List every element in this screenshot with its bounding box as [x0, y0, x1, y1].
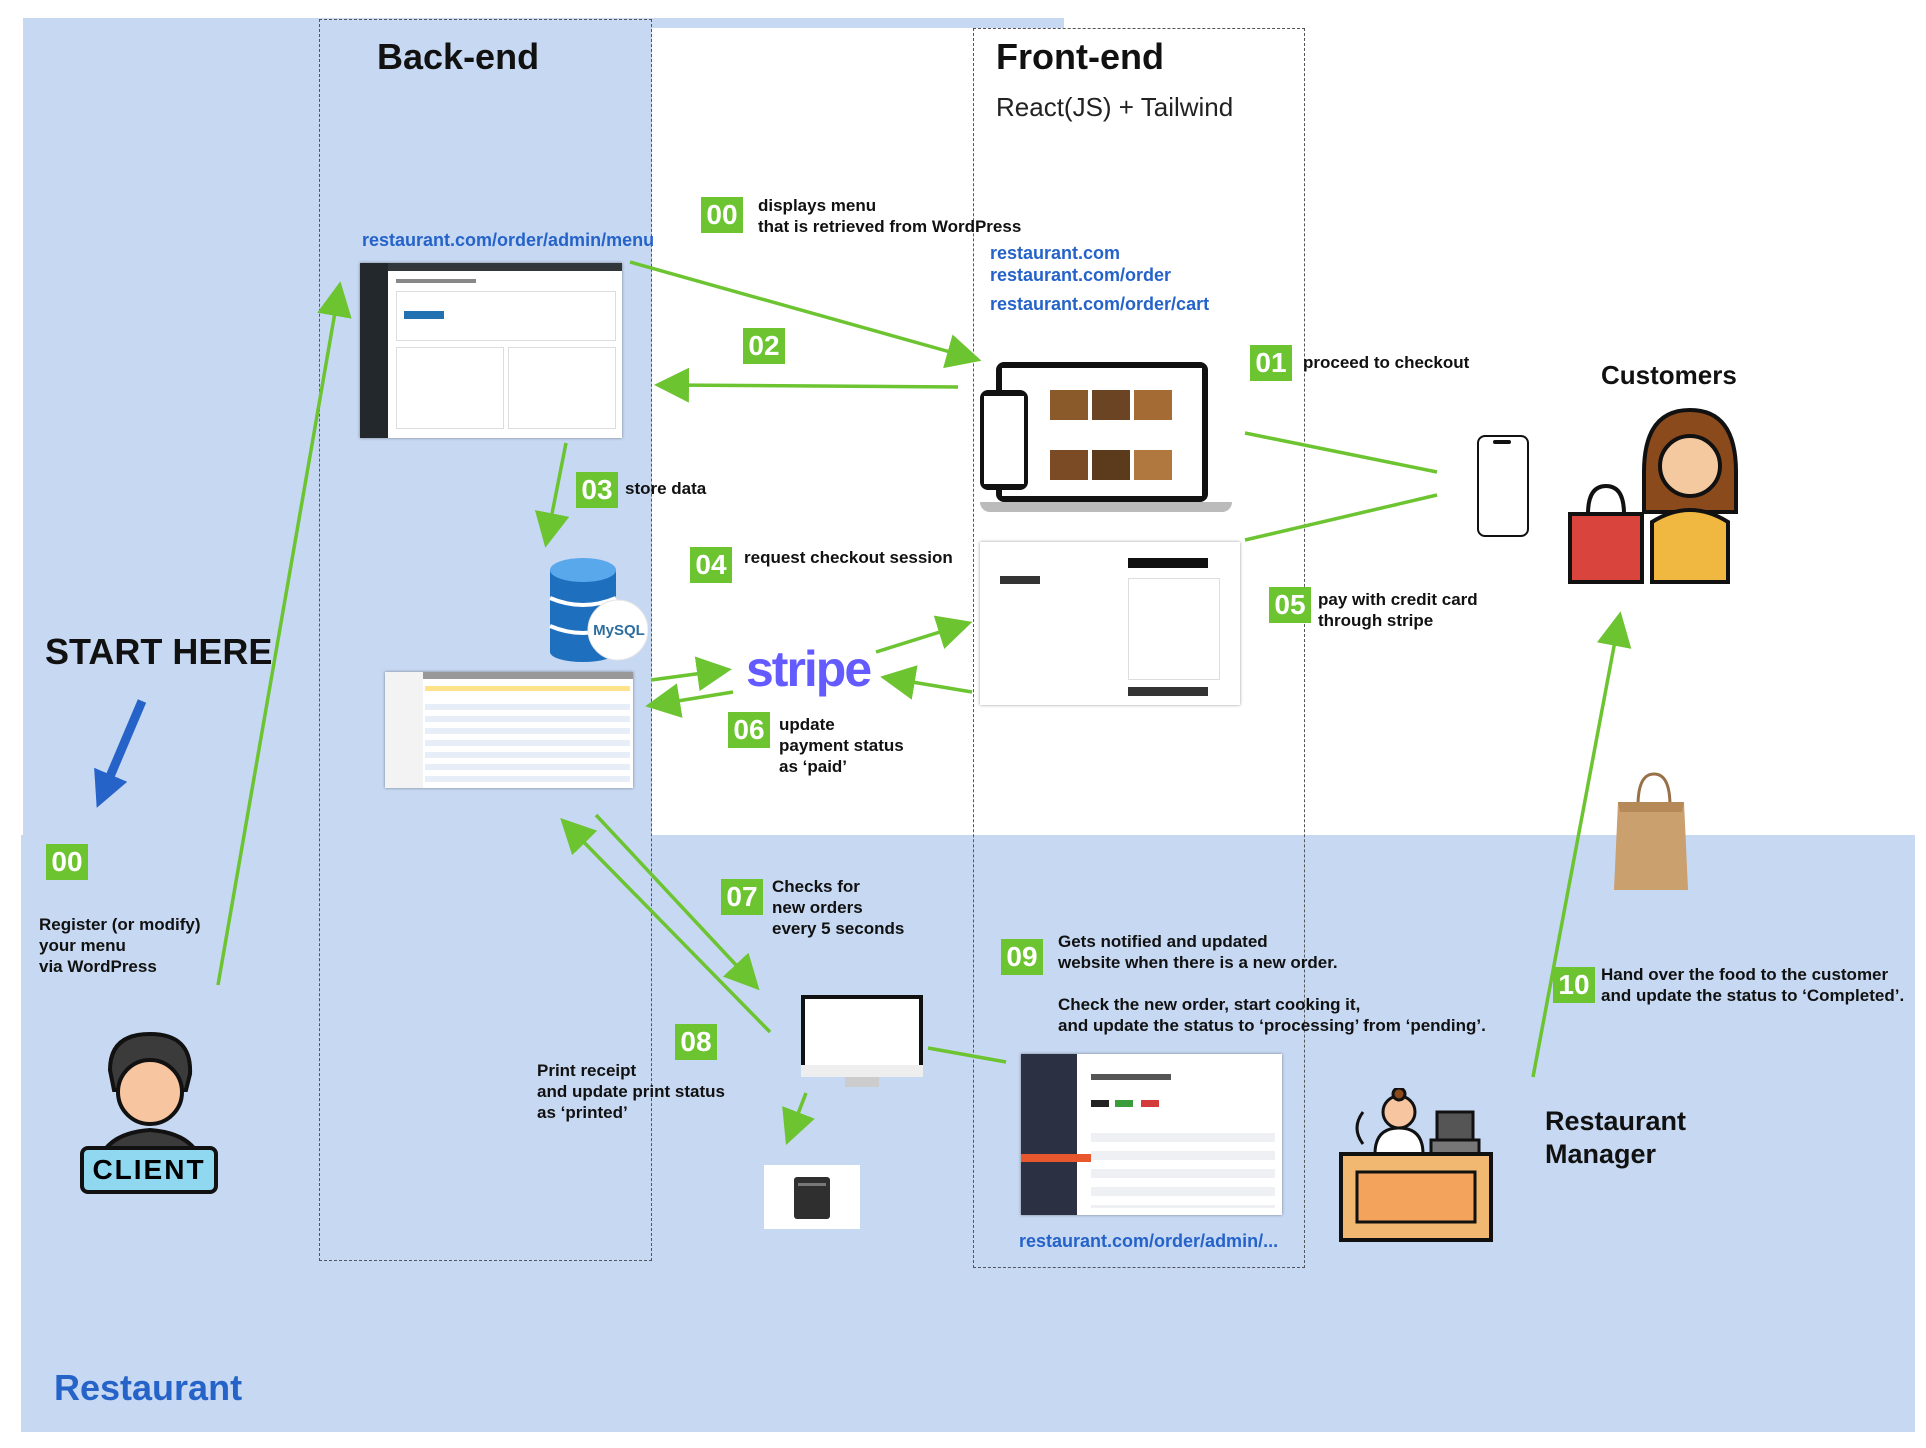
mysql-database-icon: MySQL: [546, 554, 649, 664]
step-06-badge: 06: [728, 712, 770, 748]
arrow-monitor-to-printer: [782, 1092, 815, 1146]
arrow-wordpress-to-database: [534, 442, 570, 548]
restaurant-label: Restaurant: [54, 1367, 243, 1408]
step-04-text: request checkout session: [744, 548, 953, 567]
step-05-text: pay with credit card through stripe: [1318, 590, 1478, 630]
arrow-client-to-wordpress: [216, 281, 352, 986]
stripe-checkout-screenshot: [980, 542, 1240, 705]
frontend-laptop-mockup: [980, 360, 1232, 516]
client-badge: CLIENT: [80, 1146, 218, 1194]
url-order: restaurant.com/order: [990, 265, 1172, 285]
step-10-badge: 10: [1553, 967, 1595, 1003]
paper-bag-icon: [1612, 772, 1690, 892]
arrow-manager-to-customer: [1531, 611, 1632, 1078]
wordpress-dashboard-screenshot: [360, 263, 622, 438]
stripe-logo: stripe: [746, 641, 872, 697]
step-03-badge: 03: [576, 472, 618, 508]
restaurant-manager-label: Restaurant Manager: [1545, 1106, 1687, 1169]
url-admin-menu: restaurant.com/order/admin/menu: [362, 230, 655, 250]
frontend-subtitle: React(JS) + Tailwind: [996, 92, 1234, 122]
arrow-database-to-monitor: [594, 813, 760, 991]
line-laptop-to-phone: [1244, 431, 1438, 474]
frontend-title: Front-end: [996, 36, 1164, 77]
customer-shopping-icon: [1566, 402, 1738, 584]
mysql-label: MySQL: [593, 622, 645, 639]
arrow-stripe-to-checkout: [875, 615, 973, 654]
arrow-checkout-to-stripe: [880, 665, 973, 700]
step-01-text: proceed to checkout: [1303, 353, 1470, 372]
phpmyadmin-screenshot: [385, 672, 633, 788]
step-09-badge: 09: [1001, 939, 1043, 975]
restaurant-manager-icon: [1339, 1086, 1493, 1242]
step-08-badge: 08: [675, 1024, 717, 1060]
line-monitor-to-admin: [927, 1046, 1007, 1064]
backend-title: Back-end: [377, 36, 540, 77]
arrow-start-here: [94, 699, 147, 808]
step-01-badge: 01: [1250, 345, 1292, 381]
step-06-text: update payment status as ‘paid’: [779, 715, 904, 776]
arrow-monitor-to-database: [560, 818, 772, 1034]
step-00-top-text: displays menu that is retrieved from Wor…: [758, 196, 1022, 236]
arrow-wordpress-to-frontend: [629, 260, 982, 369]
frontend-section-box: [973, 28, 1305, 1268]
step-09-text: Gets notified and updated website when t…: [1058, 932, 1486, 1035]
step-07-badge: 07: [721, 879, 763, 915]
url-home: restaurant.com: [990, 243, 1121, 263]
line-checkout-to-phone: [1244, 493, 1438, 542]
step-00-top-badge: 00: [701, 197, 743, 233]
step-08-text: Print receipt and update print status as…: [537, 1061, 725, 1122]
receipt-printer-image: [764, 1165, 860, 1229]
backend-section-box: [319, 19, 652, 1261]
step-02-badge: 02: [743, 328, 785, 364]
step-03-text: store data: [625, 479, 707, 498]
restaurant-area-background: [21, 835, 1915, 1432]
arrow-database-to-stripe: [650, 656, 732, 692]
step-05-badge: 05: [1269, 587, 1311, 623]
arrow-stripe-to-database: [645, 683, 734, 718]
client-person-icon: CLIENT: [80, 1030, 220, 1196]
smartphone-icon: [1477, 435, 1529, 537]
arrow-frontend-to-wordpress: [654, 367, 959, 403]
start-here-label: START HERE: [45, 631, 273, 672]
url-cart: restaurant.com/order/cart: [990, 294, 1210, 314]
step-00-left-badge: 00: [46, 844, 88, 880]
step-04-badge: 04: [690, 547, 732, 583]
step-07-text: Checks for new orders every 5 seconds: [772, 877, 905, 938]
step-10-text: Hand over the food to the customer and u…: [1601, 965, 1905, 1005]
desktop-monitor-icon: [801, 993, 923, 1095]
url-admin-other: restaurant.com/order/admin/...: [1019, 1231, 1279, 1251]
manage-restaurant-screenshot: [1021, 1054, 1282, 1215]
customers-label: Customers: [1601, 360, 1737, 390]
step-00-left-text: Register (or modify) your menu via WordP…: [39, 915, 201, 976]
